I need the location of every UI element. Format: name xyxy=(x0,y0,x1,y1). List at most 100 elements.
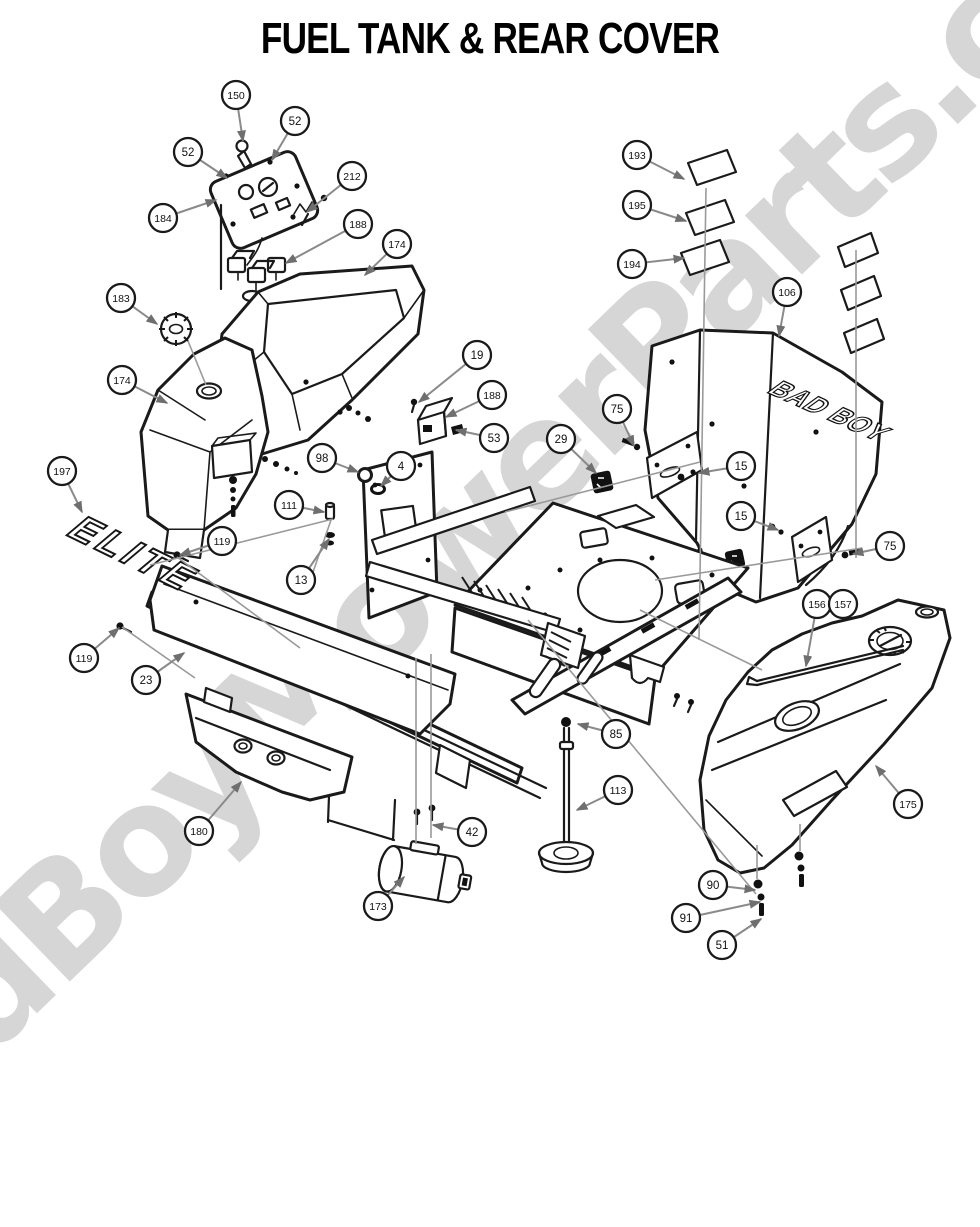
callout-balloon xyxy=(697,869,729,901)
callout-195: 195 xyxy=(621,189,688,223)
assembly-guide-lines xyxy=(121,187,863,895)
callout-212: 212 xyxy=(305,160,368,213)
callout-number: 197 xyxy=(53,466,71,478)
callout-balloon xyxy=(220,79,252,111)
callout-number: 212 xyxy=(343,171,361,183)
callout-188: 188 xyxy=(284,208,374,264)
callout-number: 15 xyxy=(735,511,748,523)
canister-drawing xyxy=(377,804,473,904)
callout-balloon xyxy=(771,276,803,308)
callout-number: 106 xyxy=(778,287,796,299)
callout-balloon xyxy=(600,718,632,750)
callout-91: 91 xyxy=(670,899,762,934)
callout-balloon xyxy=(130,664,162,696)
callout-number: 4 xyxy=(398,461,405,473)
cover-mount-plate-right-drawing xyxy=(790,515,834,584)
callout-number: 13 xyxy=(295,575,308,587)
callout-balloon xyxy=(336,160,368,192)
page-title: FUEL TANK & REAR COVER xyxy=(260,14,720,63)
callout-number: 157 xyxy=(834,599,852,611)
callout-156: 156 xyxy=(801,588,833,668)
callout-balloon xyxy=(892,788,924,820)
callout-90: 90 xyxy=(697,869,757,901)
callout-balloon xyxy=(206,525,238,557)
callout-number: 195 xyxy=(628,200,646,212)
callout-balloon xyxy=(616,248,648,280)
callout-balloon xyxy=(306,442,338,474)
callout-113: 113 xyxy=(575,774,634,811)
callout-number: 175 xyxy=(899,799,917,811)
callout-balloon xyxy=(273,489,305,521)
decal-stickers-left-drawing xyxy=(679,148,738,277)
callout-balloon xyxy=(68,642,100,674)
callout-193: 193 xyxy=(621,139,686,180)
callout-balloon xyxy=(478,422,510,454)
callout-balloon xyxy=(46,455,78,487)
callout-52: 52 xyxy=(172,136,229,179)
callout-75: 75 xyxy=(851,530,906,562)
hitch-plate-drawing xyxy=(184,686,354,802)
callout-balloon xyxy=(385,450,417,482)
callout-balloon xyxy=(342,208,374,240)
callout-balloon xyxy=(670,902,702,934)
callout-number: 85 xyxy=(610,729,623,741)
callout-174: 174 xyxy=(106,364,169,404)
callout-42: 42 xyxy=(431,816,488,848)
callout-19: 19 xyxy=(417,339,493,403)
callout-balloon xyxy=(827,588,859,620)
callout-balloon xyxy=(545,423,577,455)
callout-number: 51 xyxy=(716,940,729,952)
callout-number: 188 xyxy=(349,219,367,231)
callout-number: 156 xyxy=(808,599,826,611)
callout-number: 19 xyxy=(471,350,484,362)
callout-number: 119 xyxy=(214,536,231,548)
callout-balloon xyxy=(106,364,138,396)
callout-174: 174 xyxy=(363,228,413,277)
callout-number: 174 xyxy=(113,375,131,387)
callout-balloon xyxy=(105,282,137,314)
tank-fill-opening xyxy=(774,700,820,732)
callout-157: 157 xyxy=(827,588,859,620)
callout-184: 184 xyxy=(147,199,218,234)
callout-75: 75 xyxy=(601,393,635,448)
callout-15: 15 xyxy=(697,450,757,482)
callout-number: 91 xyxy=(680,913,693,925)
callout-number: 119 xyxy=(76,653,93,665)
callout-number: 174 xyxy=(388,239,406,251)
callout-number: 52 xyxy=(289,116,302,128)
callout-number: 15 xyxy=(735,461,748,473)
callout-150: 150 xyxy=(220,79,252,143)
fuel-cap-icon xyxy=(159,312,193,346)
callout-number: 183 xyxy=(112,293,130,305)
callout-balloon xyxy=(725,450,757,482)
callout-balloon xyxy=(602,774,634,806)
relay-drawing xyxy=(410,396,464,446)
callout-175: 175 xyxy=(875,764,924,820)
callout-119: 119 xyxy=(178,525,238,557)
fuel-cap-right-icon xyxy=(867,625,913,657)
ignition-panel-drawing xyxy=(208,139,328,291)
callout-number: 29 xyxy=(555,434,568,446)
decal-stickers-right-drawing xyxy=(836,231,886,355)
callout-number: 52 xyxy=(182,147,195,159)
exploded-view-drawing: BAD BOY xyxy=(46,79,952,961)
callout-52: 52 xyxy=(271,105,311,162)
callout-balloon xyxy=(601,393,633,425)
callout-number: 90 xyxy=(707,880,720,892)
callout-balloon xyxy=(725,500,757,532)
callout-balloon xyxy=(172,136,204,168)
callout-number: 98 xyxy=(316,453,329,465)
rear-fender-tub-drawing xyxy=(214,264,426,456)
tank-support-rod-drawing xyxy=(745,644,905,687)
callout-183: 183 xyxy=(105,282,159,325)
callout-106: 106 xyxy=(771,276,803,338)
callout-number: 113 xyxy=(610,785,627,797)
callout-53: 53 xyxy=(454,422,510,454)
callout-180: 180 xyxy=(183,780,242,847)
callout-85: 85 xyxy=(576,718,632,750)
callout-194: 194 xyxy=(616,248,686,280)
callout-15: 15 xyxy=(725,500,780,532)
callout-balloon xyxy=(621,139,653,171)
